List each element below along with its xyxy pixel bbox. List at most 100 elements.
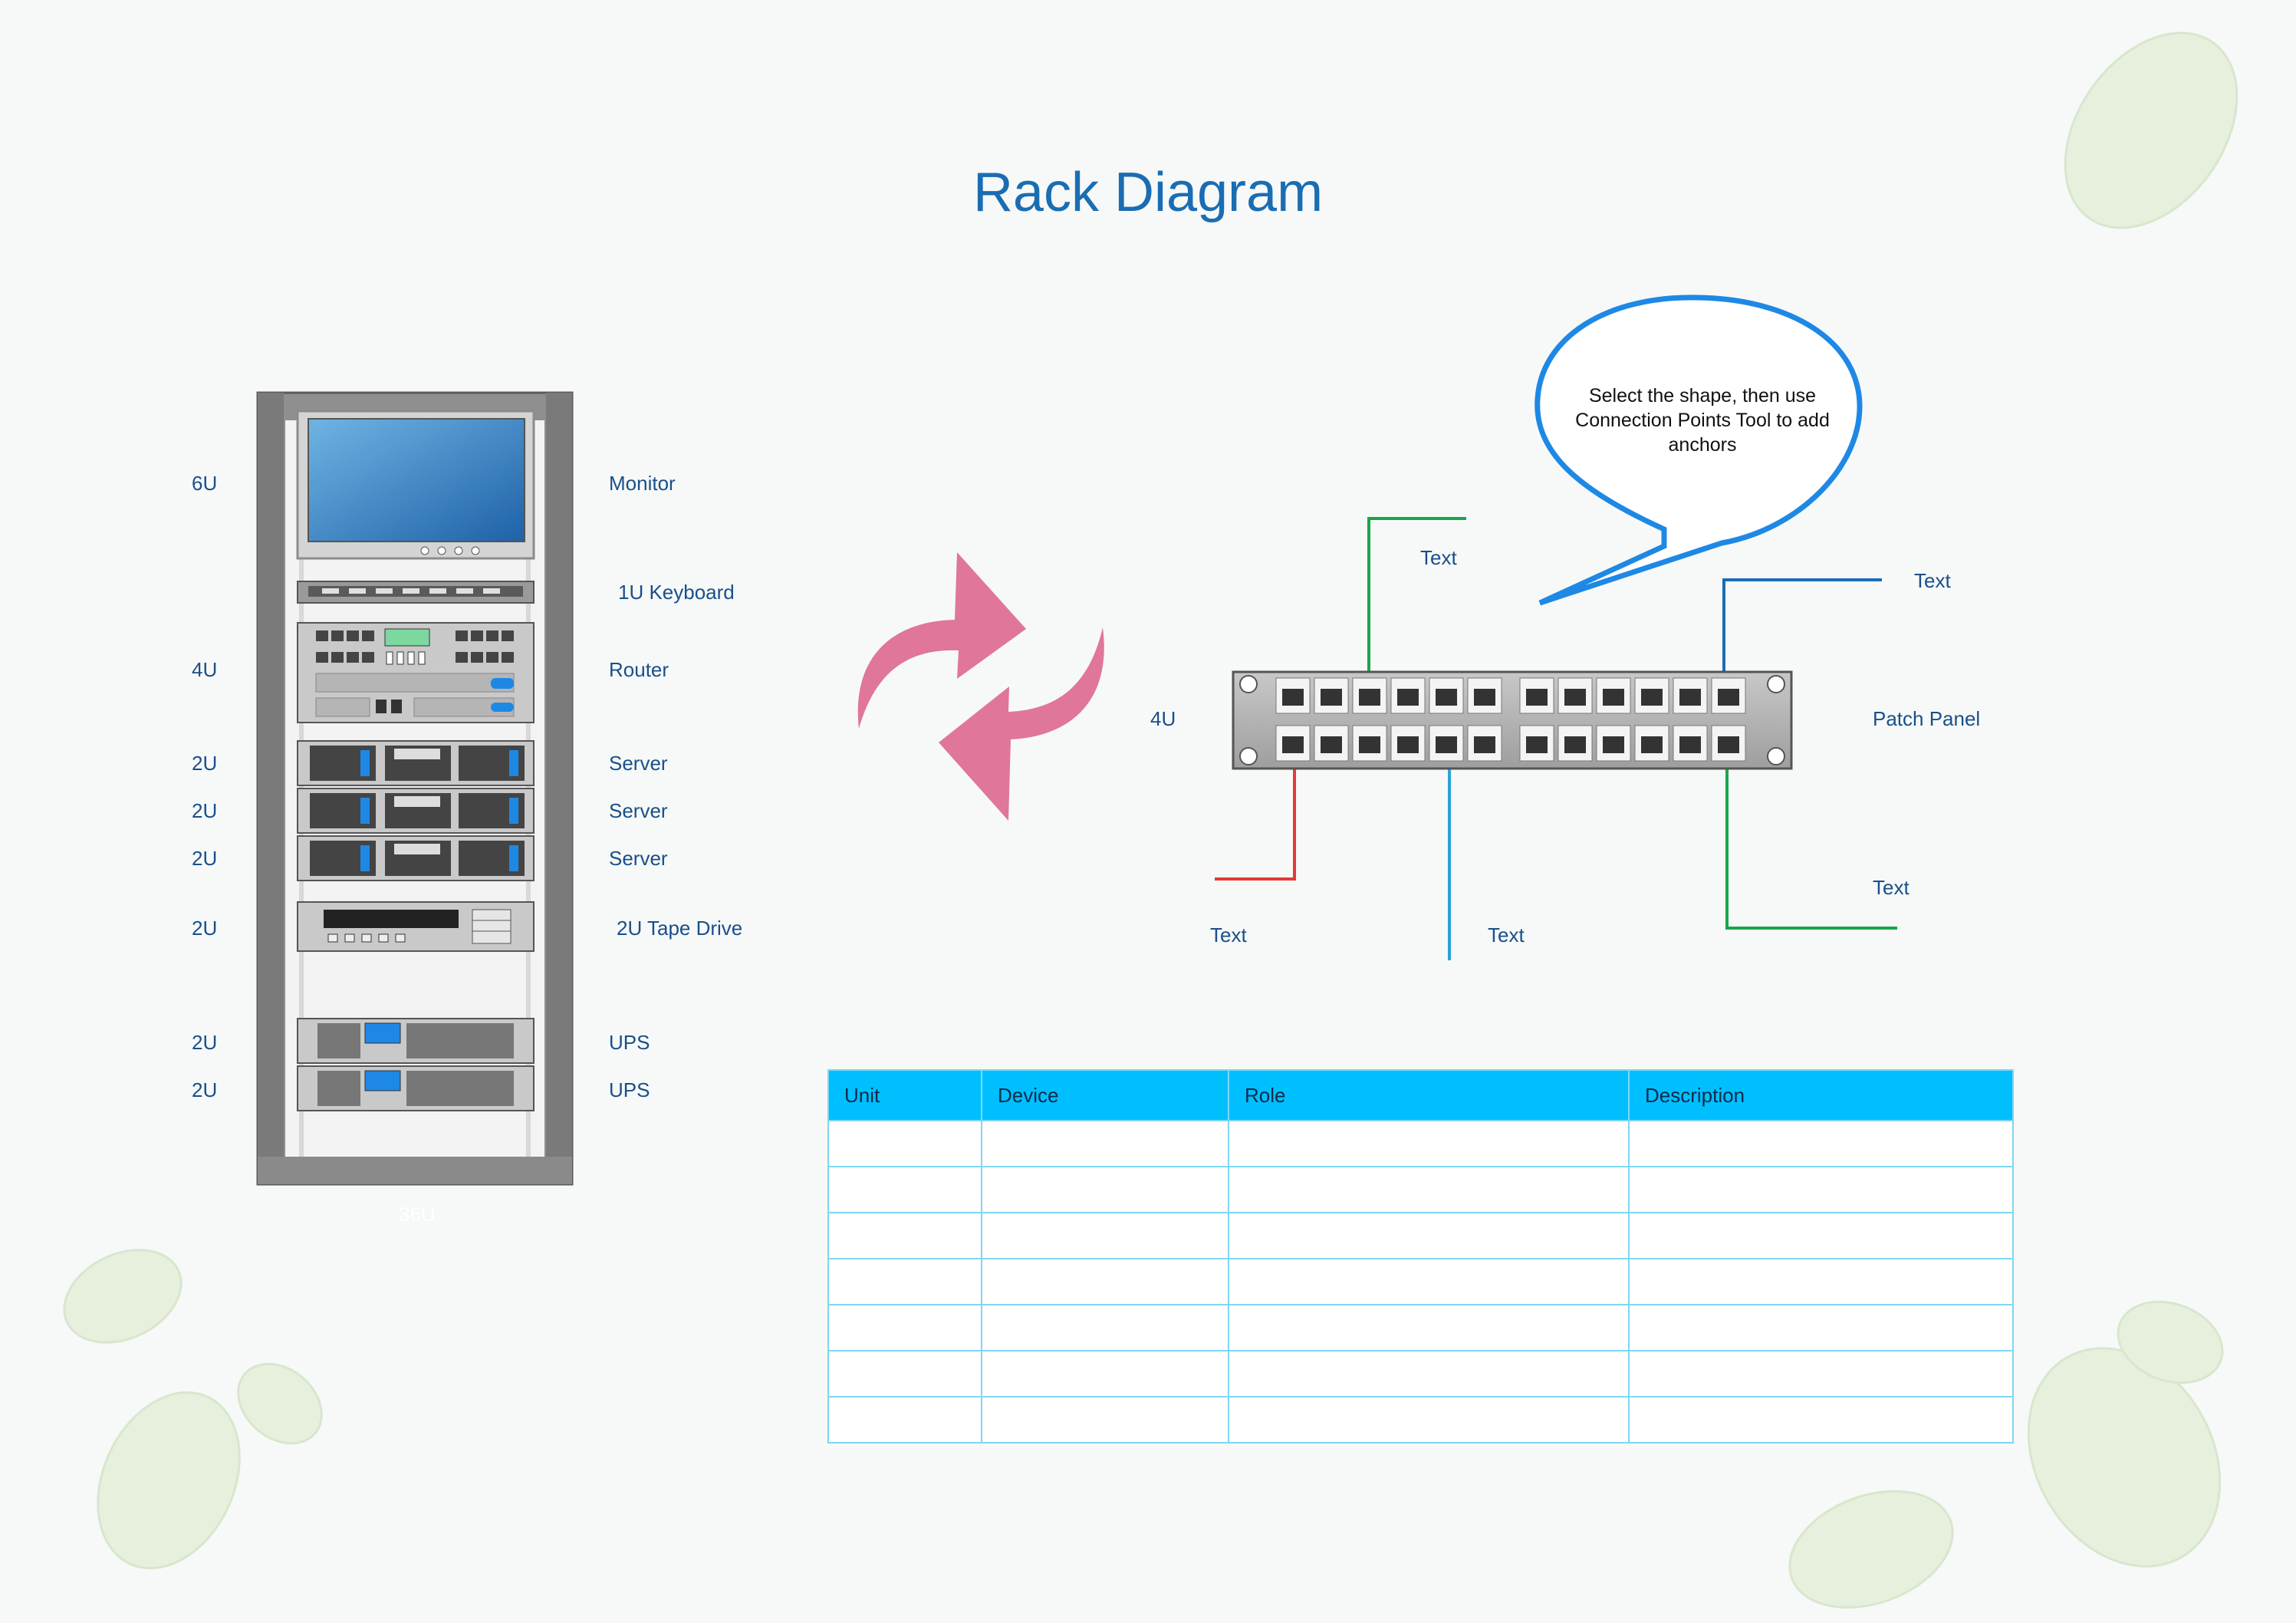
table-cell[interactable]: [981, 1396, 1229, 1444]
refresh-arrows-icon: [857, 552, 1104, 821]
patch-port-jack: [1679, 736, 1701, 753]
table-cell[interactable]: [1628, 1350, 2014, 1397]
table-cell[interactable]: [827, 1350, 982, 1397]
patch-port[interactable]: [1558, 725, 1593, 762]
patch-port-jack: [1641, 689, 1663, 706]
patch-port-jack: [1321, 689, 1342, 706]
table-cell[interactable]: [1228, 1396, 1630, 1444]
table-header-description: Description: [1628, 1069, 2014, 1121]
table-cell[interactable]: [981, 1166, 1229, 1213]
connector-text-bottom-center: Text: [1488, 923, 1525, 946]
keyboard-device[interactable]: [297, 581, 535, 604]
table-header-device: Device: [981, 1069, 1229, 1121]
table-cell[interactable]: [981, 1304, 1229, 1351]
rack-size-label: 36U: [399, 1203, 436, 1226]
table-cell[interactable]: [981, 1212, 1229, 1259]
patch-port-jack: [1474, 736, 1495, 753]
device-label-router: Router: [609, 658, 669, 681]
unit-label-router: 4U: [192, 658, 218, 681]
router-device[interactable]: [297, 622, 535, 723]
device-label-monitor: Monitor: [609, 472, 676, 495]
table-row: [827, 1212, 2014, 1259]
connector-text-bottom-left: Text: [1210, 923, 1247, 946]
patch-port-jack: [1641, 736, 1663, 753]
table-header-row: Unit Device Role Description: [827, 1069, 2014, 1121]
table-cell[interactable]: [1228, 1258, 1630, 1305]
patch-port-jack: [1718, 736, 1739, 753]
device-label-keyboard: 1U Keyboard: [618, 581, 735, 604]
server-device-2[interactable]: [297, 788, 535, 834]
table-row: [827, 1120, 2014, 1167]
patch-port-jack: [1282, 689, 1304, 706]
table-cell[interactable]: [1228, 1166, 1630, 1213]
device-label-server-3: Server: [609, 847, 668, 870]
table-cell[interactable]: [1628, 1120, 2014, 1167]
table-cell[interactable]: [1228, 1120, 1630, 1167]
table-row: [827, 1304, 2014, 1351]
patch-port-jack: [1397, 736, 1419, 753]
table-cell[interactable]: [1628, 1258, 2014, 1305]
patch-port-jack: [1526, 736, 1548, 753]
table-cell[interactable]: [981, 1350, 1229, 1397]
patch-port-jack: [1564, 736, 1586, 753]
table-cell[interactable]: [1228, 1212, 1630, 1259]
connector-text-top-left: Text: [1420, 546, 1457, 569]
patch-port-jack: [1436, 689, 1457, 706]
table-cell[interactable]: [827, 1212, 982, 1259]
callout-bubble[interactable]: [1535, 295, 1863, 606]
tape-drive-device[interactable]: [297, 901, 535, 952]
patch-port[interactable]: [1673, 677, 1708, 714]
patch-port-jack: [1526, 689, 1548, 706]
page-title: Rack Diagram: [972, 162, 1324, 223]
table-cell[interactable]: [827, 1166, 982, 1213]
ups-device-2[interactable]: [297, 1065, 535, 1111]
table-cell[interactable]: [1628, 1166, 2014, 1213]
patch-port-jack: [1359, 689, 1380, 706]
ups-device-1[interactable]: [297, 1018, 535, 1064]
patch-port-jack: [1603, 689, 1624, 706]
table-row: [827, 1258, 2014, 1305]
server-device-3[interactable]: [297, 835, 535, 881]
table-cell[interactable]: [1228, 1304, 1630, 1351]
table-cell[interactable]: [981, 1120, 1229, 1167]
table-cell[interactable]: [1628, 1304, 2014, 1351]
patch-port-jack: [1679, 689, 1701, 706]
table-cell[interactable]: [1228, 1350, 1630, 1397]
table-header-role: Role: [1228, 1069, 1630, 1121]
table-row: [827, 1396, 2014, 1444]
table-cell[interactable]: [827, 1396, 982, 1444]
connector-text-top-right: Text: [1914, 569, 1951, 592]
table-cell[interactable]: [827, 1120, 982, 1167]
device-label-tape-drive: 2U Tape Drive: [617, 917, 743, 940]
patch-port-jack: [1282, 736, 1304, 753]
monitor-device[interactable]: [296, 410, 535, 560]
table-cell[interactable]: [827, 1304, 982, 1351]
table-cell[interactable]: [981, 1258, 1229, 1305]
connector-lines: [1215, 517, 1897, 960]
table-row: [827, 1166, 2014, 1213]
device-table: Unit Device Role Description: [827, 1069, 2014, 1444]
unit-label-server-2: 2U: [192, 799, 218, 822]
unit-label-server-3: 2U: [192, 847, 218, 870]
table-cell[interactable]: [1628, 1396, 2014, 1444]
patch-port-jack: [1474, 689, 1495, 706]
table-cell[interactable]: [827, 1258, 982, 1305]
server-device-1[interactable]: [297, 740, 535, 786]
unit-label-monitor: 6U: [192, 472, 218, 495]
patch-port-jack: [1359, 736, 1380, 753]
connector-text-bottom-right: Text: [1873, 876, 1909, 899]
table-header-unit: Unit: [827, 1069, 982, 1121]
patch-port-jack: [1603, 736, 1624, 753]
device-label-server-1: Server: [609, 752, 668, 775]
patch-panel-device[interactable]: [1232, 670, 1793, 770]
device-label-ups-2: UPS: [609, 1078, 650, 1101]
patch-port-jack: [1436, 736, 1457, 753]
patch-port-jack: [1718, 689, 1739, 706]
table-cell[interactable]: [1628, 1212, 2014, 1259]
patch-port-jack: [1321, 736, 1342, 753]
device-label-server-2: Server: [609, 799, 668, 822]
unit-label-tape-drive: 2U: [192, 917, 218, 940]
callout-text: Select the shape, then use Connection Po…: [1575, 385, 1830, 456]
unit-label-server-1: 2U: [192, 752, 218, 775]
